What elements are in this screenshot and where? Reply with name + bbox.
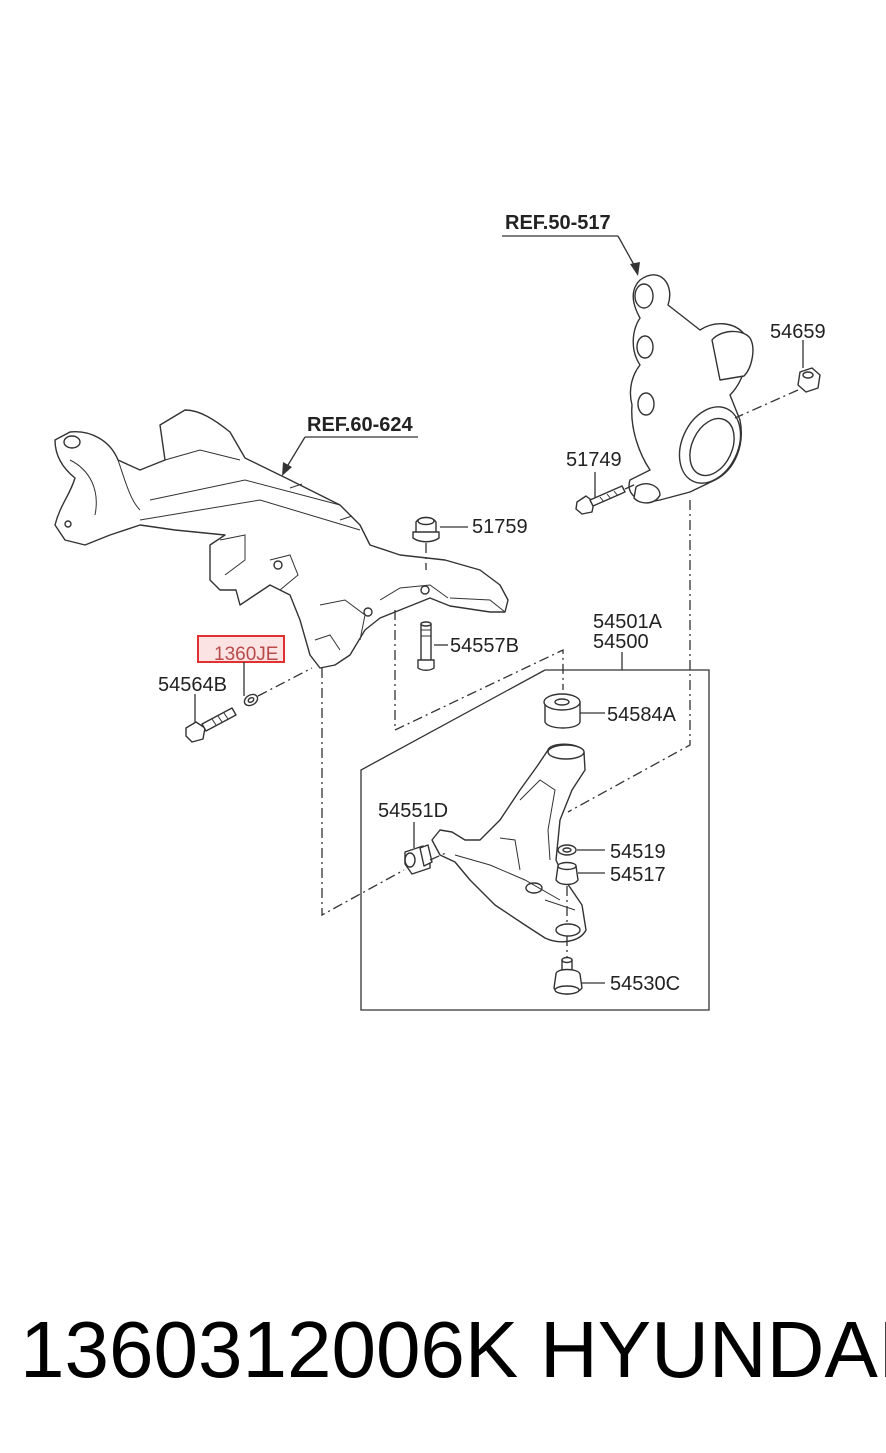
ref-label-knuckle[interactable]: REF.50-517 [505,212,611,234]
lower-arm-box [360,669,710,1011]
bolt-51749 [575,485,626,515]
part-label-1360JE[interactable]: 1360JE [214,644,278,665]
dust-boot-54517 [555,861,579,886]
part-label-54501A[interactable]: 54501A [593,611,663,633]
bolt-54557B [417,621,435,671]
ref-label-subframe[interactable]: REF.60-624 [307,414,413,436]
lower-control-arm [431,743,587,943]
ref-leader-subframe [284,436,306,471]
part-label-54530C[interactable]: 54530C [610,973,680,995]
ref-arrow-knuckle [630,262,640,276]
snap-ring-54519 [557,844,577,856]
ball-joint-54530C [553,956,583,995]
part-label-54551D[interactable]: 54551D [378,800,448,822]
nut-51759 [412,516,440,543]
bushing-54551D [404,844,433,875]
nut-54659 [797,367,821,393]
footer-part-number: 1360312006K [20,1305,519,1394]
washer-1360JE [243,693,259,707]
footer-brand: HYUNDAI [540,1305,886,1394]
part-label-51749[interactable]: 51749 [566,449,622,471]
steering-knuckle [628,274,754,504]
part-label-54557B[interactable]: 54557B [450,635,519,657]
part-label-54564B[interactable]: 54564B [158,674,227,696]
highlight-box-1360JE[interactable] [197,635,285,663]
part-label-54500[interactable]: 54500 [593,631,649,653]
part-label-54584A[interactable]: 54584A [607,704,677,726]
part-label-54517[interactable]: 54517 [610,864,666,886]
front-subframe [54,409,509,669]
part-label-51759[interactable]: 51759 [472,516,528,538]
bolt-54564B [185,707,237,743]
footer: 1360312006K HYUNDAI [0,1300,886,1400]
ref-arrow-subframe [282,462,292,476]
part-label-54519[interactable]: 54519 [610,841,666,863]
parts-diagram: REF.50-517 REF.60-624 54659 51749 51759 … [54,212,826,1011]
part-label-54659[interactable]: 54659 [770,321,826,343]
bushing-54584A [543,693,581,729]
